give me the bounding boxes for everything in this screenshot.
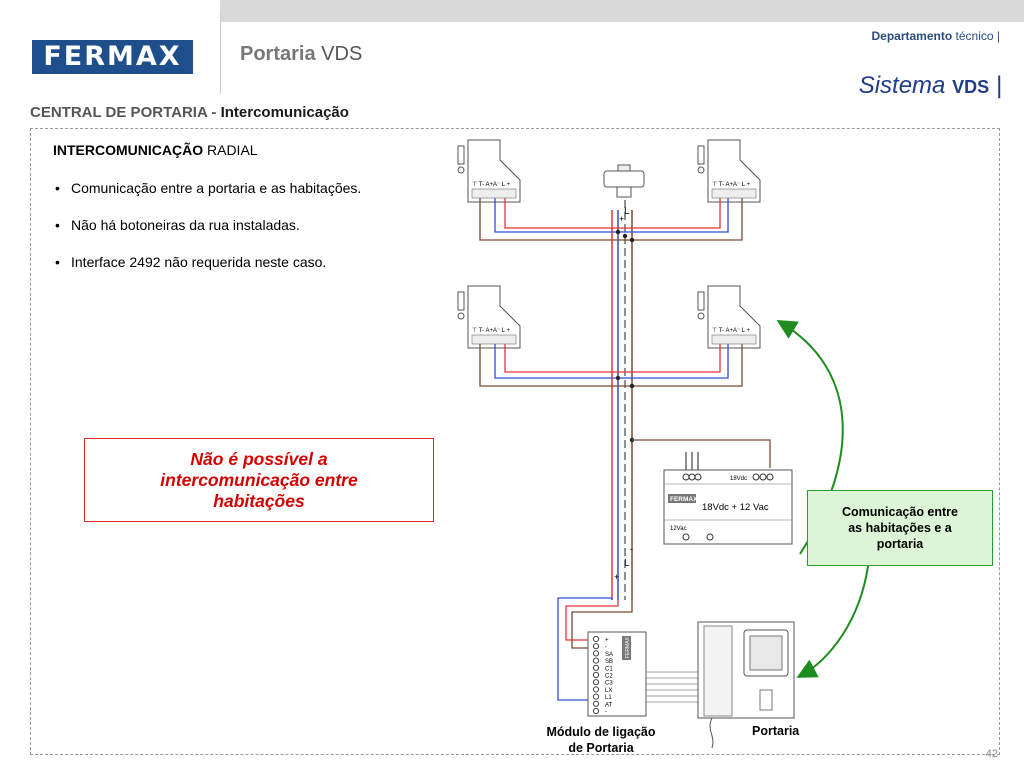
porter-unit <box>697 621 795 749</box>
module-terminal-screw <box>592 707 600 715</box>
terminal-labels: ⊤ T- A+A⁻ L + <box>712 327 751 334</box>
bullet-list: Comunicação entre a portaria e as habita… <box>53 180 361 270</box>
module-terminal-screw <box>592 657 600 664</box>
module-brand: FERMAX <box>625 637 631 659</box>
section-topic: Intercomunicação <box>220 104 349 121</box>
system-code: VDS <box>952 77 990 97</box>
intro-heading-light: RADIAL <box>207 142 258 158</box>
module-terminal-screw <box>592 700 600 707</box>
portaria-label: Portaria <box>752 724 800 738</box>
monitor-top-left: ⊤ T- A+A⁻ L + <box>457 139 521 203</box>
terminal-labels: ⊤ T- A+A⁻ L + <box>712 181 751 188</box>
module-label-line2: de Portaria <box>568 741 634 755</box>
module-terminal-label: C2 <box>605 674 613 680</box>
module-terminal-screw <box>592 635 600 643</box>
warning-text: Não é possível a intercomunicação entre … <box>160 448 358 511</box>
module-terminal-screw <box>592 671 600 679</box>
wire-mark-minus: - <box>630 544 633 554</box>
distributor-block <box>603 164 645 198</box>
module-terminal-label: - <box>605 710 607 716</box>
module-terminal-screw <box>592 650 600 657</box>
section-prefix: CENTRAL DE PORTARIA - <box>30 104 221 121</box>
system-label: Sistema VDS | <box>858 72 1002 99</box>
app-title-light: VDS <box>321 43 363 65</box>
page-number: 42 <box>985 748 998 760</box>
wire-mark-L: L <box>624 558 630 569</box>
module-terminal-label: SB <box>605 659 613 665</box>
monitor-top-right: ⊤ T- A+A⁻ L + <box>697 139 761 203</box>
app-title-bold: Portaria <box>240 43 316 65</box>
module-terminal-label: LX <box>605 688 612 694</box>
department-light: técnico <box>955 29 994 43</box>
module-terminal-label: AT <box>605 702 613 708</box>
section-title: CENTRAL DE PORTARIA - Intercomunicação <box>30 104 349 121</box>
communication-callout: Comunicação entre as habitações e a port… <box>807 490 993 566</box>
intro-heading-bold: INTERCOMUNICAÇÃO <box>53 142 204 158</box>
module-terminal-label: C1 <box>605 666 613 672</box>
system-word: Sistema <box>858 72 946 99</box>
power-supply: 18Vdc FERMAX 18Vdc + 12 Vac 12Vac <box>663 469 793 545</box>
module-terminal-label: - <box>605 645 607 651</box>
bullet-item: Não há botoneiras da rua instaladas. <box>53 217 361 233</box>
terminal-labels: ⊤ T- A+A⁻ L + <box>472 181 511 188</box>
module-terminal-label: L1 <box>605 695 612 701</box>
department-label: Departamento técnico | <box>871 29 1000 43</box>
module-terminal-screw <box>592 686 600 693</box>
module-label-line1: Módulo de ligação <box>546 725 656 739</box>
module-terminal-screw <box>592 679 600 686</box>
intro-text: INTERCOMUNICAÇÃO RADIAL Comunicação entr… <box>53 142 361 291</box>
green-arrow-down <box>796 565 869 678</box>
app-title: Portaria VDS <box>240 43 362 66</box>
wire-mark-plus: + <box>619 214 624 224</box>
psu-brand: FERMAX <box>670 496 698 503</box>
bullet-item: Interface 2492 não requerida neste caso. <box>53 254 361 270</box>
module-terminal-screw <box>592 693 600 700</box>
warning-callout: Não é possível a intercomunicação entre … <box>84 438 434 522</box>
terminal-labels: ⊤ T- A+A⁻ L + <box>472 327 511 334</box>
fermax-logo: FERMAX <box>32 40 193 74</box>
content-frame <box>30 128 1000 755</box>
monitor-mid-left: ⊤ T- A+A⁻ L + <box>457 285 521 349</box>
bullet-item: Comunicação entre a portaria e as habita… <box>53 180 361 196</box>
module-terminal-screw <box>592 643 600 650</box>
psu-label: 18Vdc + 12 Vac <box>702 502 769 513</box>
intro-heading: INTERCOMUNICAÇÃO RADIAL <box>53 142 361 158</box>
wire-mark-L: L <box>624 206 630 217</box>
top-band <box>220 0 1024 22</box>
psu-18vdc: 18Vdc <box>730 476 747 482</box>
module-label: Módulo de ligação de Portaria <box>530 724 672 756</box>
wire-mark-plus: + <box>614 572 619 582</box>
module-terminal-screw <box>592 664 600 671</box>
module-terminal-label: C3 <box>605 681 613 687</box>
module-terminal-label: + <box>605 638 609 644</box>
monitor-mid-right: ⊤ T- A+A⁻ L + <box>697 285 761 349</box>
communication-text: Comunicação entre as habitações e a port… <box>841 505 958 551</box>
department-bold: Departamento <box>871 29 953 43</box>
psu-12vac: 12Vac <box>670 526 687 532</box>
module-terminal-label: SA <box>605 652 613 658</box>
